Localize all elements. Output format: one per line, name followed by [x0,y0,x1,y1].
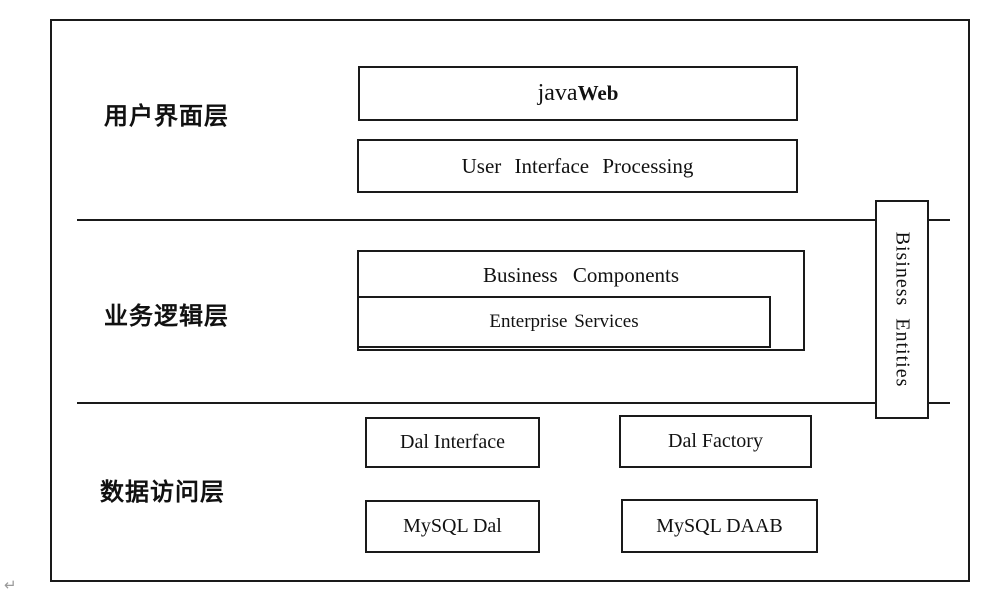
box-dal-factory: Dal Factory [619,415,812,468]
enterprise-services-label: Enterprise Services [489,311,639,332]
dal-factory-label: Dal Factory [668,430,763,452]
box-business-entities: Bisiness Entities [875,200,929,419]
layer-label-business-logic: 业务逻辑层 [104,303,229,330]
layer-label-user-interface: 用户界面层 [104,103,229,130]
mysql-dal-label: MySQL Dal [403,515,502,537]
javaweb-label-prefix: java [537,80,578,106]
box-javaweb: javaWeb [358,66,798,121]
dal-interface-label: Dal Interface [400,431,505,453]
mysql-daab-label: MySQL DAAB [656,514,783,537]
javaweb-label-suffix: Web [577,81,619,105]
box-mysql-dal: MySQL Dal [365,500,540,553]
business-components-label: Business Components [482,263,680,287]
business-entities-label: Bisiness Entities [891,231,914,388]
box-user-interface-processing: User Interface Processing [357,139,798,193]
box-mysql-daab: MySQL DAAB [621,499,818,553]
layer-divider-top [77,219,950,221]
layer-label-data-access: 数据访问层 [100,479,225,506]
box-enterprise-services: Enterprise Services [357,296,771,348]
user-interface-processing-label: User Interface Processing [461,153,694,178]
box-dal-interface: Dal Interface [365,417,540,468]
javaweb-label: javaWeb [538,80,619,107]
layer-divider-bottom [77,402,950,404]
return-mark-glyph: ↵ [4,576,17,594]
